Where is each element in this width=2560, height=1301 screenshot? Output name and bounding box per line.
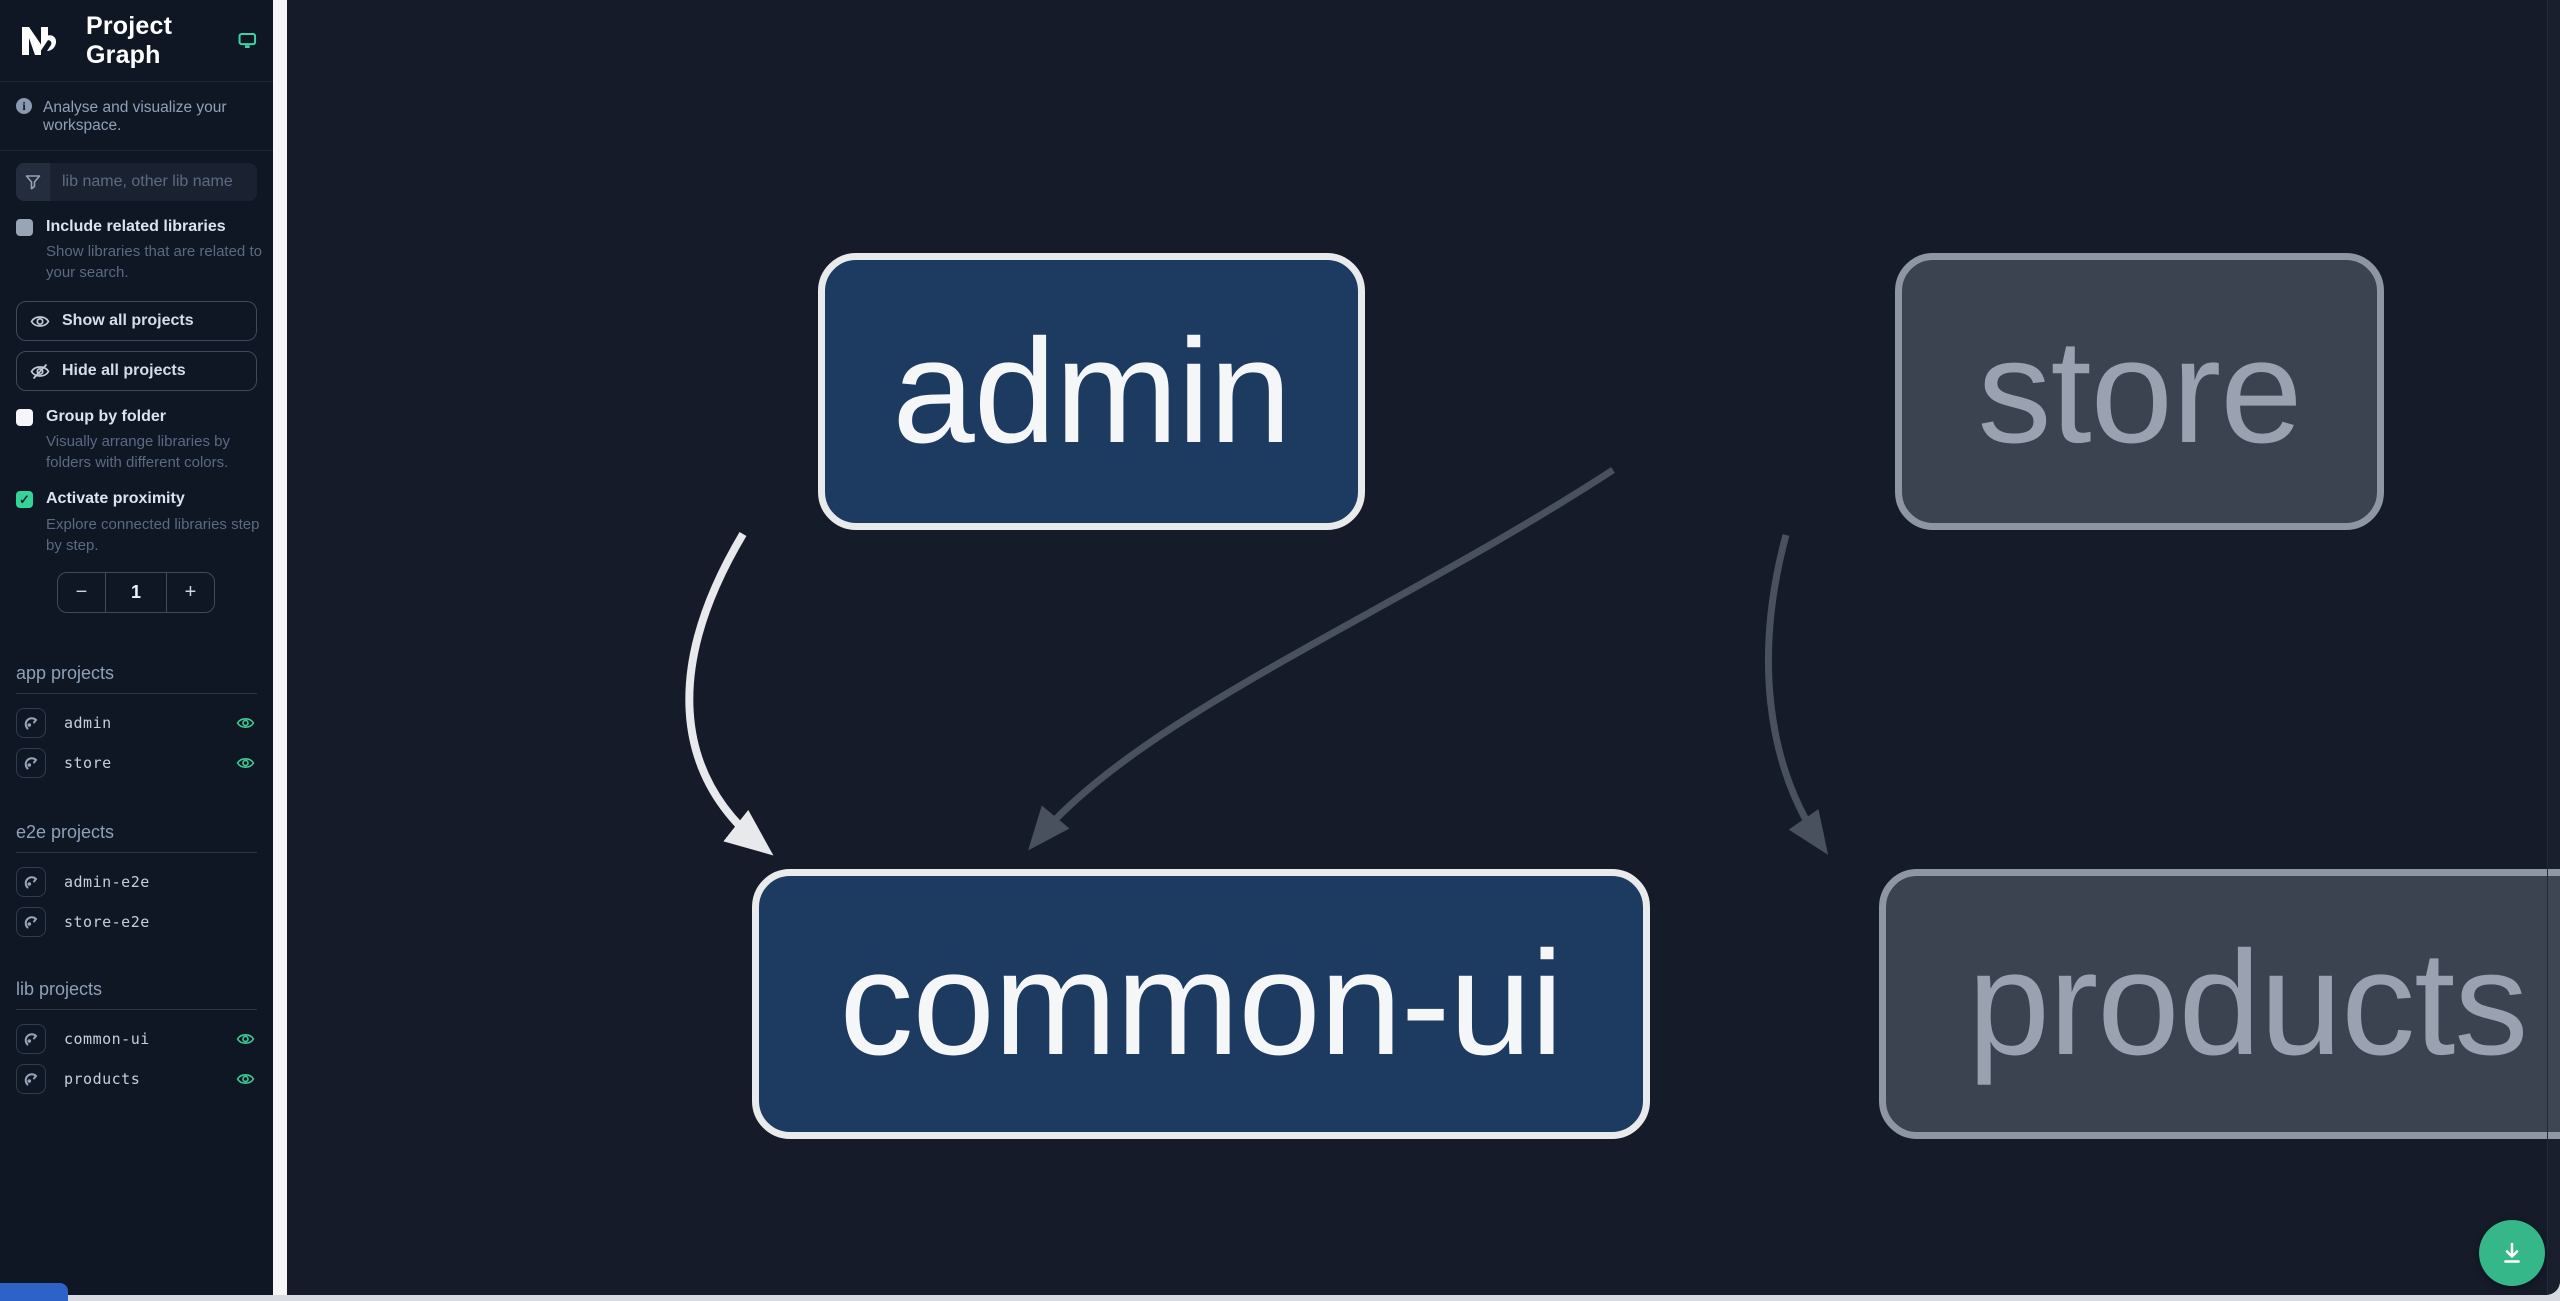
focus-button[interactable] xyxy=(16,906,46,937)
section-e2e-projects: e2e projects admin-e2e xyxy=(16,822,257,939)
focus-icon xyxy=(24,915,38,929)
proximity-stepper: − 1 + xyxy=(57,571,215,613)
status-stub xyxy=(0,1283,68,1301)
canvas-right-edge xyxy=(2547,0,2560,1295)
section-title: e2e projects xyxy=(16,822,257,853)
focus-button[interactable] xyxy=(16,1023,46,1054)
project-name: store-e2e xyxy=(64,912,150,931)
option-include-related[interactable]: Include related libraries Show libraries… xyxy=(16,217,262,283)
edge-store-products xyxy=(1764,534,1829,855)
option-description: Explore connected libraries step by step… xyxy=(46,515,260,554)
node-label: admin xyxy=(892,308,1291,474)
option-description: Visually arrange libraries by folders wi… xyxy=(46,433,230,472)
node-label: common-ui xyxy=(839,921,1564,1086)
checkbox-include-related[interactable] xyxy=(16,219,33,236)
focus-icon xyxy=(24,1072,38,1086)
focus-icon xyxy=(24,716,38,730)
node-label: store xyxy=(1977,308,2302,474)
decrement-button[interactable]: − xyxy=(75,580,88,603)
eye-off-icon xyxy=(30,363,50,379)
option-label: Group by folder xyxy=(46,408,166,426)
info-icon: i xyxy=(16,98,32,114)
show-all-projects-button[interactable]: Show all projects xyxy=(16,301,257,342)
graph-node-admin[interactable]: admin xyxy=(818,253,1365,530)
option-label: Activate proximity xyxy=(46,490,185,508)
button-label: Show all projects xyxy=(62,312,194,330)
project-row-common-ui: common-ui xyxy=(16,1022,257,1056)
project-name: store xyxy=(64,753,112,772)
filter-icon xyxy=(16,163,50,201)
visibility-eye-icon[interactable] xyxy=(236,716,255,730)
project-row-store-e2e: store-e2e xyxy=(16,905,257,939)
focus-icon xyxy=(24,756,38,770)
graph-node-common-ui[interactable]: common-ui xyxy=(752,869,1650,1139)
focus-button[interactable] xyxy=(16,707,46,738)
project-name: admin-e2e xyxy=(64,872,150,891)
eye-icon xyxy=(30,315,50,327)
page-title: Project Graph xyxy=(86,11,173,69)
project-name: products xyxy=(64,1069,141,1088)
focus-icon xyxy=(24,1032,38,1046)
search-input[interactable] xyxy=(50,163,257,201)
visibility-eye-icon[interactable] xyxy=(236,756,255,770)
option-label: Include related libraries xyxy=(46,218,226,235)
section-title: lib projects xyxy=(16,979,257,1010)
download-image-button[interactable] xyxy=(2479,1220,2545,1286)
graph-canvas[interactable]: admin store common-ui products xyxy=(287,0,2560,1295)
increment-button[interactable]: + xyxy=(184,580,197,603)
proximity-value: 1 xyxy=(105,572,167,612)
visibility-eye-icon[interactable] xyxy=(236,1032,255,1046)
section-lib-projects: lib projects common-ui xyxy=(16,979,257,1096)
sidebar: Project Graph i Analyse and visualize yo… xyxy=(0,0,273,1295)
option-description: Show libraries that are related to your … xyxy=(46,243,262,282)
button-label: Hide all projects xyxy=(62,362,186,380)
focus-button[interactable] xyxy=(16,747,46,778)
edge-store-commonui xyxy=(1028,467,1615,851)
visibility-eye-icon[interactable] xyxy=(236,1072,255,1086)
node-label: products xyxy=(1967,921,2529,1086)
option-group-by-folder[interactable]: Group by folder Visually arrange librari… xyxy=(16,407,257,473)
sidebar-header: Project Graph xyxy=(0,0,273,82)
section-title: app projects xyxy=(16,663,257,694)
info-text: Analyse and visualize your workspace. xyxy=(43,99,227,134)
focus-button[interactable] xyxy=(16,866,46,897)
hide-all-projects-button[interactable]: Hide all projects xyxy=(16,351,257,392)
project-row-admin-e2e: admin-e2e xyxy=(16,865,257,899)
option-activate-proximity[interactable]: Activate proximity Explore connected lib… xyxy=(16,489,259,555)
project-name: common-ui xyxy=(64,1029,150,1048)
monitor-icon[interactable] xyxy=(238,30,257,52)
checkbox-group-by-folder[interactable] xyxy=(16,409,33,427)
search-bar xyxy=(16,163,257,201)
checkbox-activate-proximity[interactable] xyxy=(16,491,33,509)
edge-admin-commonui xyxy=(685,531,774,856)
nx-logo-icon xyxy=(22,26,57,55)
sidebar-resize-handle[interactable] xyxy=(273,0,287,1295)
download-icon xyxy=(2504,1242,2520,1263)
focus-icon xyxy=(24,875,38,889)
project-name: admin xyxy=(64,713,112,732)
project-row-admin: admin xyxy=(16,706,257,740)
graph-node-store[interactable]: store xyxy=(1895,253,2384,530)
graph-edges xyxy=(685,467,1829,856)
graph-node-products[interactable]: products xyxy=(1879,869,2560,1139)
workspace-info: i Analyse and visualize your workspace. xyxy=(0,82,273,151)
project-row-products: products xyxy=(16,1062,257,1096)
section-app-projects: app projects admin xyxy=(16,663,257,780)
project-row-store: store xyxy=(16,746,257,780)
focus-button[interactable] xyxy=(16,1063,46,1094)
